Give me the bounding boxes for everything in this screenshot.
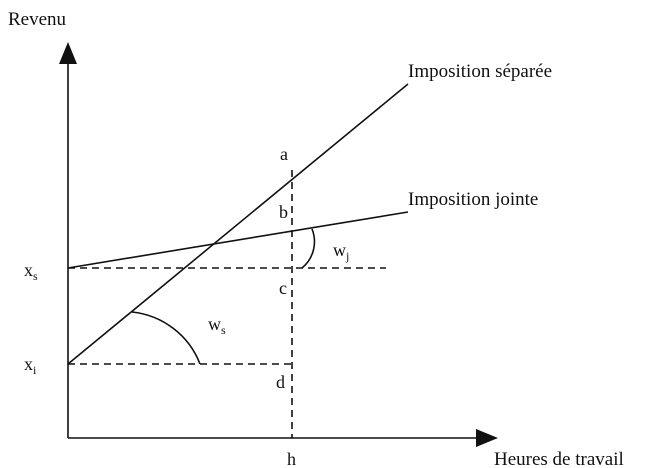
xi-label: xi xyxy=(24,354,37,377)
separate-taxation-line xyxy=(67,83,409,365)
point-h-label: h xyxy=(287,449,296,468)
separate-taxation-label: Imposition séparée xyxy=(408,61,552,82)
xs-label: xs xyxy=(24,260,38,283)
joint-taxation-label: Imposition jointe xyxy=(408,189,538,210)
point-a-label: a xyxy=(280,144,288,164)
point-b-label: b xyxy=(279,202,288,222)
y-axis-label: Revenu xyxy=(8,9,67,30)
ws-label: ws xyxy=(208,314,226,337)
point-d-label: d xyxy=(276,372,285,392)
wj-label: wj xyxy=(333,240,349,263)
x-axis-label: Heures de travail xyxy=(494,449,624,468)
angle-wj-arc xyxy=(301,228,316,269)
point-c-label: c xyxy=(279,278,287,298)
angle-ws-arc xyxy=(131,311,201,365)
joint-taxation-line xyxy=(67,211,409,269)
y-axis-arrowhead xyxy=(59,42,77,64)
x-axis-arrowhead xyxy=(476,429,498,447)
